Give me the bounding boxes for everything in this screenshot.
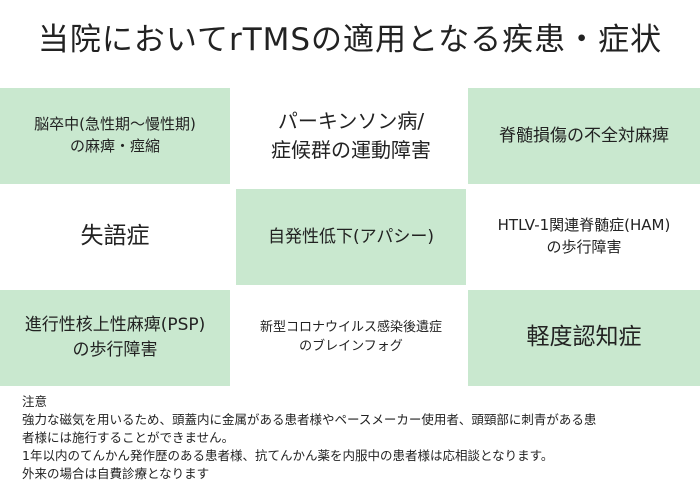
condition-cell-spinal-cord-injury: 脊髄損傷の不全対麻痺	[468, 88, 700, 184]
condition-line: 自発性低下(アパシー)	[268, 226, 434, 247]
condition-cell-ham: HTLV-1関連脊髄症(HAM) の歩行障害	[468, 189, 700, 285]
condition-line: 新型コロナウイルス感染後遺症	[259, 320, 442, 336]
condition-line: 軽度認知症	[526, 324, 642, 351]
condition-line: 脊髄損傷の不全対麻痺	[499, 125, 669, 146]
condition-cell-apathy: 自発性低下(アパシー)	[236, 189, 466, 285]
condition-cell-psp: 進行性核上性麻痺(PSP) の歩行障害	[0, 290, 230, 386]
condition-line: 脳卒中(急性期〜慢性期)	[34, 115, 196, 134]
notes-heading: 注意	[22, 394, 48, 409]
notes-line: 1年以内のてんかん発作歴のある患者様、抗てんかん薬を内服中の患者様は応相談となり…	[22, 448, 554, 463]
page-title: 当院においてrTMSの適用となる疾患・症状	[37, 22, 663, 58]
condition-line: 失語症	[80, 223, 150, 250]
condition-cell-mild-dementia: 軽度認知症	[468, 290, 700, 386]
condition-line: HTLV-1関連脊髄症(HAM)	[497, 216, 671, 235]
condition-cell-parkinson: パーキンソン病/ 症候群の運動障害	[236, 88, 466, 184]
condition-line: 進行性核上性麻痺(PSP)	[24, 315, 206, 336]
condition-cell-long-covid: 新型コロナウイルス感染後遺症 のブレインフォグ	[236, 290, 466, 386]
condition-cell-aphasia: 失語症	[0, 189, 230, 285]
condition-line: のブレインフォグ	[299, 339, 403, 354]
condition-line: の歩行障害	[72, 340, 158, 360]
condition-line: パーキンソン病/	[277, 109, 425, 133]
condition-grid: 脳卒中(急性期〜慢性期) の麻痺・痙縮 パーキンソン病/ 症候群の運動障害 脊髄…	[0, 88, 700, 386]
condition-cell-stroke: 脳卒中(急性期〜慢性期) の麻痺・痙縮	[0, 88, 230, 184]
condition-line: 症候群の運動障害	[271, 138, 431, 162]
condition-line: の麻痺・痙縮	[69, 137, 160, 155]
notes-line: 外来の場合は自費診療となります	[22, 466, 210, 481]
notes-line: 強力な磁気を用いるため、頭蓋内に金属がある患者様やペースメーカー使用者、頭頸部に…	[22, 412, 597, 427]
condition-line: の歩行障害	[546, 238, 622, 256]
notes-line: 者様には施行することができません。	[22, 430, 235, 445]
notes-section: 注意 強力な磁気を用いるため、頭蓋内に金属がある患者様やペースメーカー使用者、頭…	[22, 393, 690, 483]
